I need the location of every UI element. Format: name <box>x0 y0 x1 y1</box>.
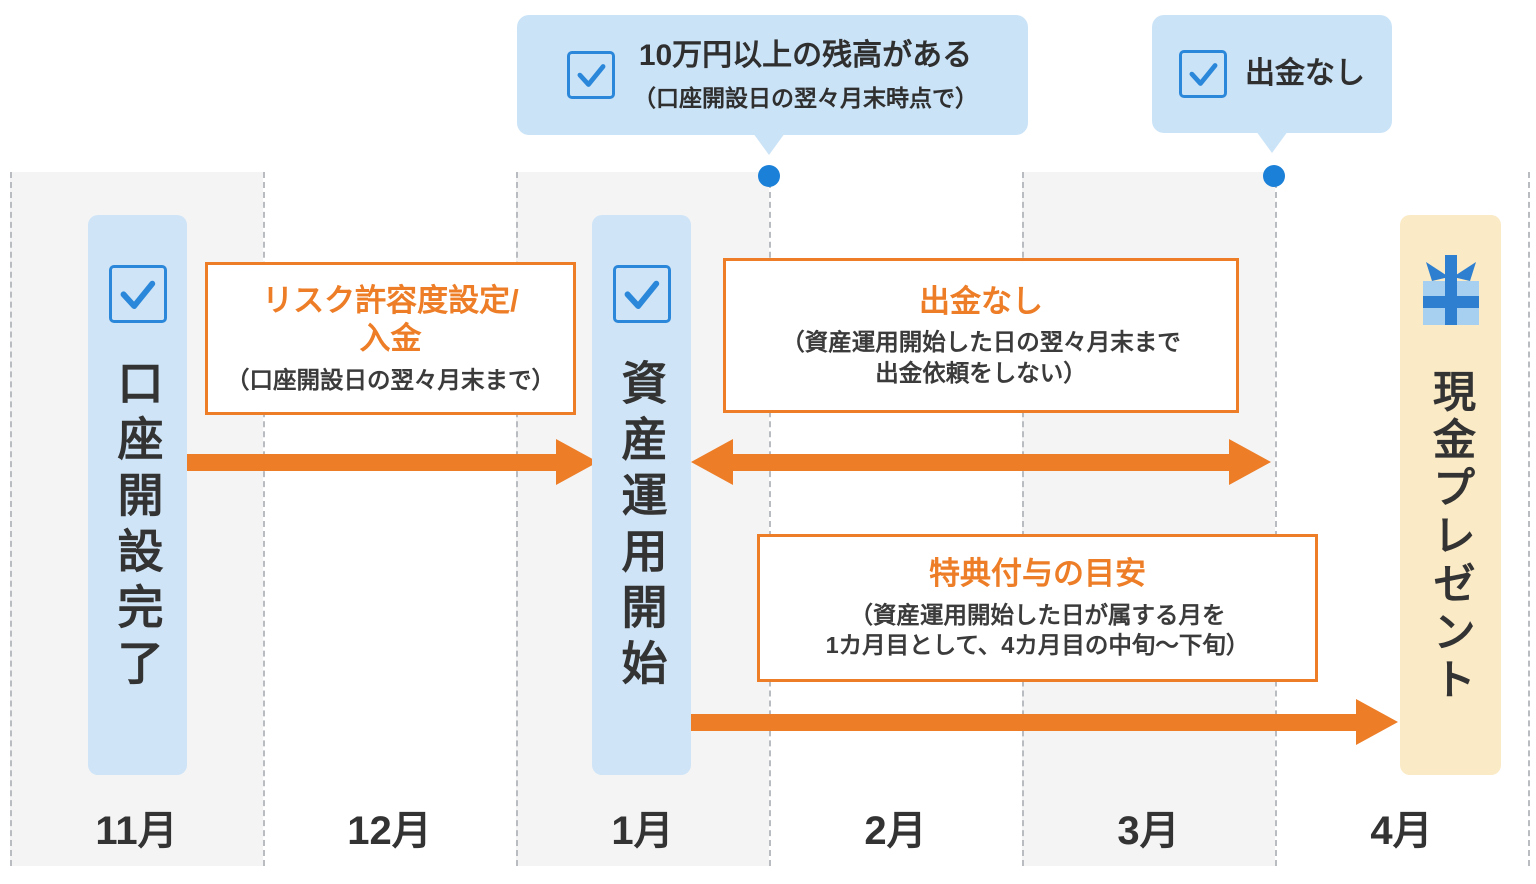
callout-subtitle-line1: （資産運用開始した日の翌々月末まで <box>781 329 1181 356</box>
bubble-tail <box>753 133 785 155</box>
callout-subtitle: （口座開設日の翌々月末まで） <box>226 366 555 393</box>
milestone-label: 資産運用開始 <box>615 359 668 695</box>
month-label-mar: 3月 <box>1117 809 1180 853</box>
gridline <box>1022 172 1024 866</box>
gridline <box>1528 172 1530 866</box>
checkmark-icon <box>577 64 606 87</box>
arrow-left-head-icon <box>691 439 733 485</box>
arrow-reward-timing-bar <box>690 714 1358 731</box>
milestone-label: 口座開設完了 <box>111 359 164 695</box>
bubble-title: 出金なし <box>1245 57 1365 91</box>
month-label-jan: 1月 <box>611 809 674 853</box>
month-label-feb: 2月 <box>864 809 927 853</box>
callout-subtitle-line2: 出金依頼をしない） <box>875 359 1087 386</box>
callout-title: 特典付与の目安 <box>929 556 1146 592</box>
checked-checkbox-icon <box>108 265 167 323</box>
condition-bubble-balance: 10万円以上の残高がある （口座開設日の翌々月末時点で） <box>517 15 1028 155</box>
callout-subtitle: （資産運用開始した日が属する月を 1カ月目として、4カ月目の中旬～下旬） <box>826 600 1250 661</box>
checked-checkbox-icon <box>612 265 671 323</box>
milestone-investment-started: 資産運用開始 <box>592 215 691 775</box>
callout-subtitle-line1: （資産運用開始した日が属する月を <box>849 601 1226 628</box>
milestone-cash-present: 現金プレゼント <box>1400 215 1501 775</box>
checkmark-icon <box>120 280 156 309</box>
arrow-right-head-icon <box>556 439 598 485</box>
callout-title: 出金なし <box>919 283 1043 319</box>
gridline <box>263 172 265 866</box>
callout-reward-timing: 特典付与の目安 （資産運用開始した日が属する月を 1カ月目として、4カ月目の中旬… <box>757 534 1318 682</box>
gift-icon <box>1422 255 1479 325</box>
arrow-right-head-icon <box>1229 439 1271 485</box>
callout-title-line1: リスク許容度設定/ <box>262 282 519 318</box>
gridline <box>516 172 518 866</box>
checkmark-icon <box>624 280 660 309</box>
timeline-dot-end-of-mar <box>1263 165 1285 187</box>
arrow-deposit-period-bar <box>187 454 560 471</box>
callout-title-line2: 入金 <box>359 320 422 356</box>
checked-checkbox-icon <box>1179 50 1227 98</box>
gridline <box>769 172 771 866</box>
milestone-account-opened: 口座開設完了 <box>88 215 187 775</box>
gridline <box>10 172 12 866</box>
month-label-apr: 4月 <box>1370 809 1433 853</box>
month-label-dec: 12月 <box>347 809 432 853</box>
timeline-dot-end-of-jan <box>758 165 780 187</box>
callout-title: リスク許容度設定/ 入金 <box>262 282 519 358</box>
arrow-right-head-icon <box>1356 699 1398 745</box>
checkmark-icon <box>1189 63 1218 86</box>
callout-subtitle-line2: 1カ月目として、4カ月目の中旬～下旬） <box>825 632 1250 659</box>
bubble-tail <box>1256 131 1288 153</box>
checked-checkbox-icon <box>567 51 615 99</box>
month-label-nov: 11月 <box>95 809 178 853</box>
callout-subtitle: （資産運用開始した日の翌々月末まで 出金依頼をしない） <box>781 327 1181 388</box>
callout-risk-setting-deposit: リスク許容度設定/ 入金 （口座開設日の翌々月末まで） <box>205 262 576 415</box>
condition-bubble-no-withdrawal: 出金なし <box>1152 15 1392 153</box>
milestone-label: 現金プレゼント <box>1426 369 1475 705</box>
bubble-text: 10万円以上の残高がある （口座開設日の翌々月末時点で） <box>633 37 978 113</box>
callout-no-withdrawal: 出金なし （資産運用開始した日の翌々月末まで 出金依頼をしない） <box>723 258 1239 413</box>
gridline <box>1275 172 1277 866</box>
bubble-subtitle: （口座開設日の翌々月末時点で） <box>633 84 978 111</box>
arrow-no-withdrawal-bar <box>730 454 1233 471</box>
bubble-title: 10万円以上の残高がある <box>638 39 973 73</box>
